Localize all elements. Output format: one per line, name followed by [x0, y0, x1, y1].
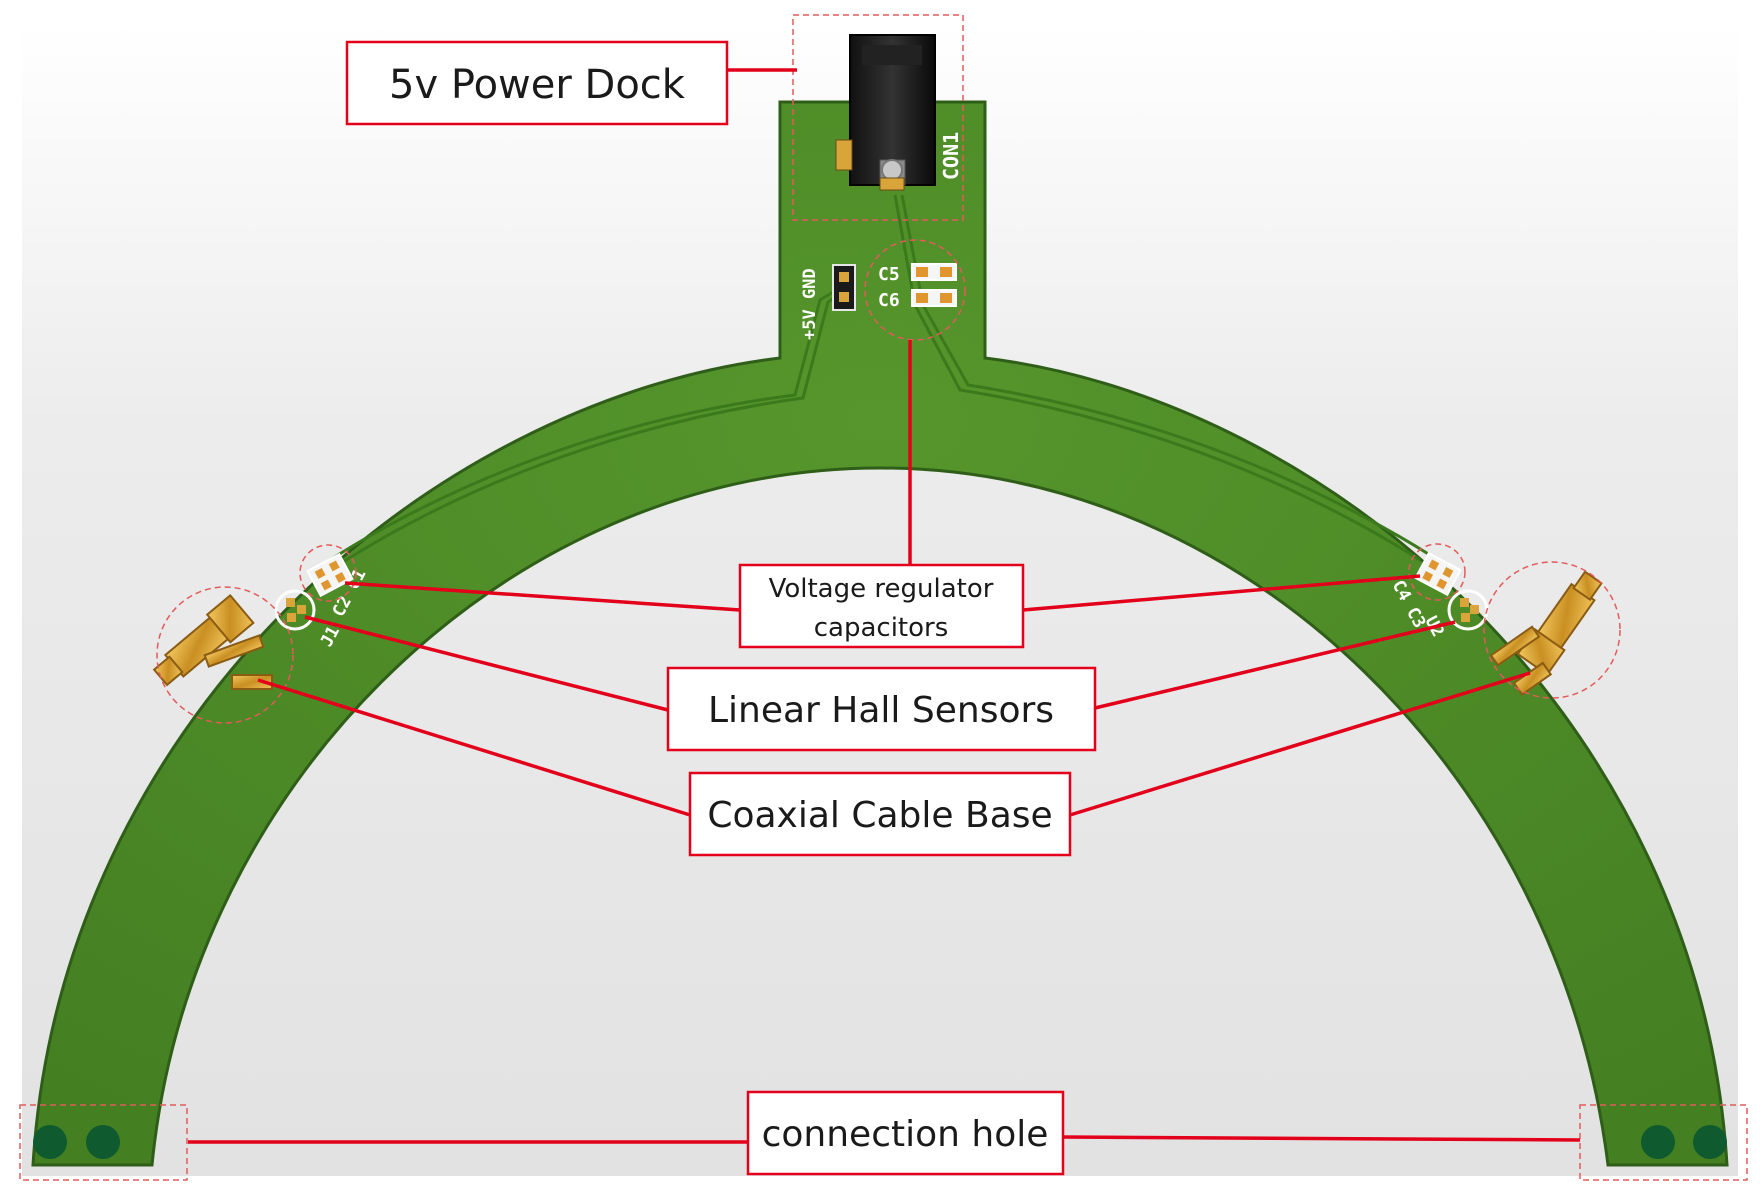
power-jack — [835, 34, 936, 191]
callout-regulator-capacitors: Voltage regulator capacitors — [738, 563, 1025, 649]
right-capacitors — [1414, 551, 1462, 597]
label-regulator-line1: Voltage regulator — [769, 574, 994, 604]
label-regulator-line2: capacitors — [814, 613, 949, 643]
capacitors-c5-c6 — [911, 263, 957, 307]
silk-c6: C6 — [878, 290, 900, 311]
label-coax-base: Coaxial Cable Base — [707, 795, 1052, 836]
callout-power-dock: 5v Power Dock — [345, 40, 729, 126]
left-hall-sensor — [274, 589, 316, 631]
leader-lines — [188, 68, 1581, 1144]
connection-holes-right — [1641, 1125, 1727, 1159]
pin-header — [832, 264, 856, 311]
highlight-regions — [19, 14, 1748, 1181]
silk-con1: CON1 — [939, 132, 963, 180]
label-connection-hole: connection hole — [762, 1114, 1049, 1155]
left-sma-connector — [152, 593, 273, 690]
label-power-dock: 5v Power Dock — [389, 62, 686, 108]
label-hall-sensors: Linear Hall Sensors — [708, 690, 1054, 731]
silk-header: +5V GND — [800, 268, 820, 340]
connection-holes-left — [33, 1125, 120, 1159]
copper-traces — [329, 194, 1431, 567]
silk-c5: C5 — [878, 264, 900, 285]
callout-coax-base: Coaxial Cable Base — [688, 771, 1072, 857]
left-capacitors — [306, 552, 354, 598]
right-sma-connector — [1489, 570, 1603, 696]
callout-connection-hole: connection hole — [746, 1090, 1065, 1176]
callout-hall-sensors: Linear Hall Sensors — [666, 666, 1097, 752]
